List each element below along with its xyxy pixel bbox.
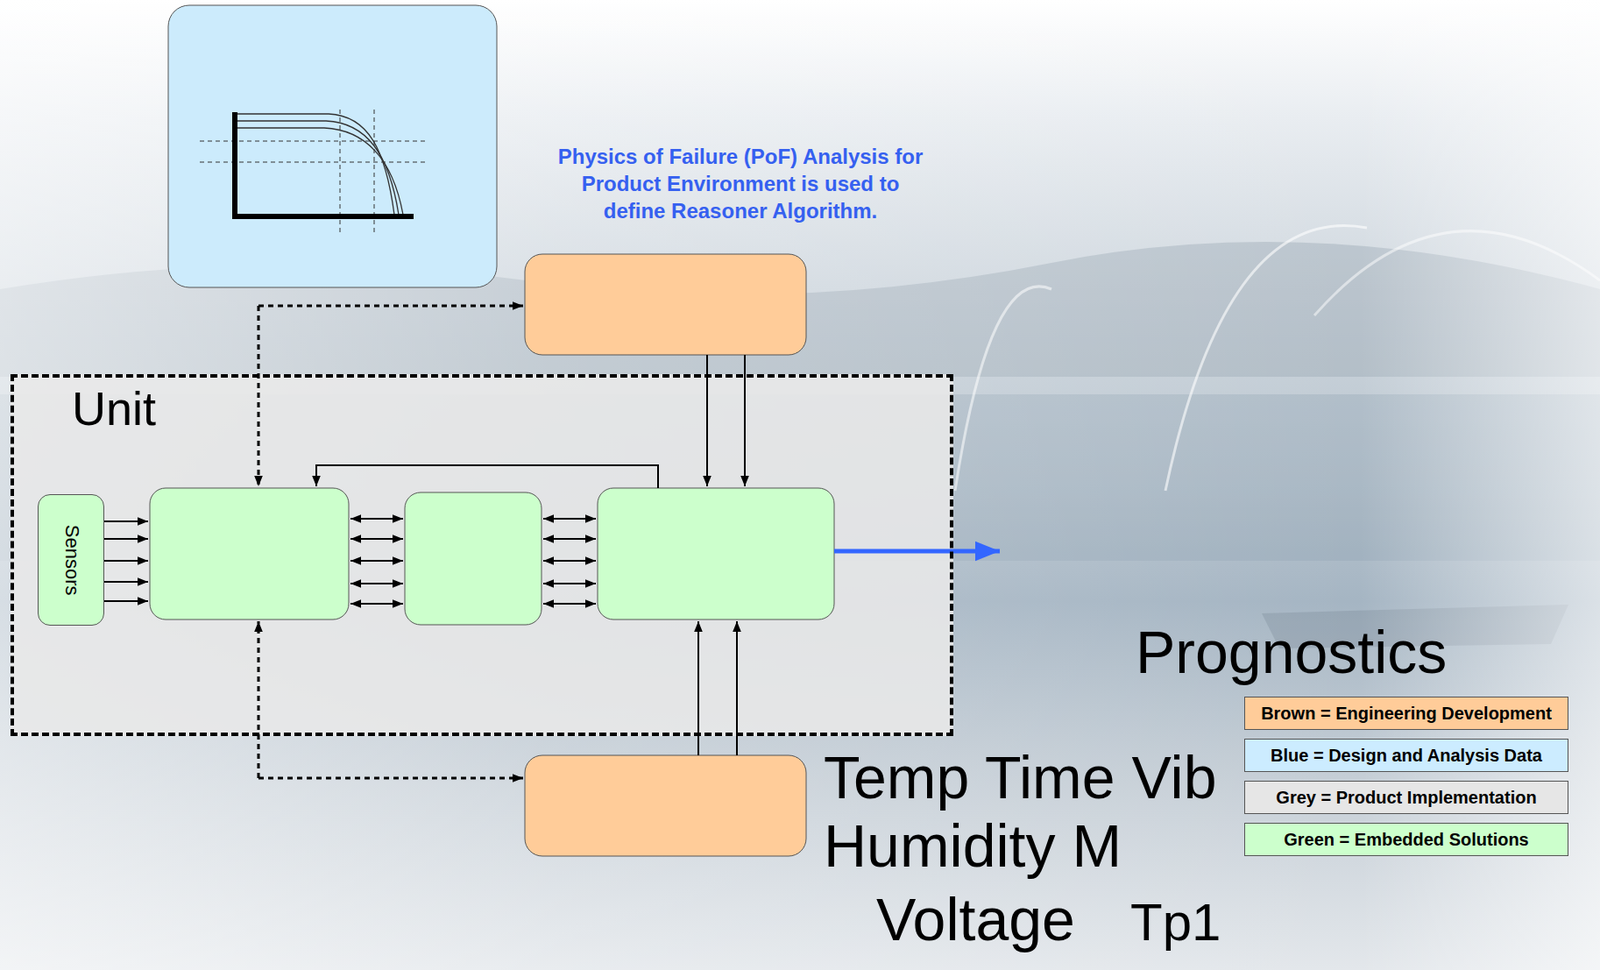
legend-text: Green = Embedded Solutions	[1283, 829, 1530, 850]
floating-label: Temp Time Vib Humidity M	[823, 743, 1217, 879]
label-slot: Tp1	[1130, 892, 1221, 953]
legend-swatch: Brown = Engineering Development	[1244, 696, 1569, 730]
floating-label: Voltage	[876, 885, 1076, 953]
note-text: Physics of Failure (PoF) Analysis for Pr…	[558, 144, 924, 223]
bus-arrow	[350, 582, 404, 585]
sensor-arrow	[104, 520, 149, 523]
bus-arrow	[350, 538, 404, 540]
engineering-box	[524, 755, 807, 857]
dashed-arrow	[257, 305, 261, 487]
engineering-box	[524, 254, 807, 355]
sensor-arrow	[104, 538, 149, 540]
bus-arrow	[543, 517, 596, 520]
bus-arrow	[350, 559, 404, 562]
label-slot: Temp Time Vib Humidity M	[823, 743, 1254, 880]
legend-swatch: Grey = Product Implementation	[1244, 780, 1569, 815]
output-arrow	[834, 549, 1000, 554]
label-slot: Voltage	[876, 884, 1076, 954]
unit-fill	[10, 374, 954, 737]
embedded-box	[404, 492, 542, 625]
sensor-label: Sensors	[59, 524, 83, 596]
feedback-arrow	[316, 465, 659, 489]
floating-label: Prognostics	[1135, 618, 1447, 686]
bus-arrow	[543, 582, 596, 585]
bus-arrow	[543, 538, 596, 540]
bus-arrow	[543, 602, 596, 605]
legend-text: Blue = Design and Analysis Data	[1270, 745, 1543, 765]
sensor-arrow	[104, 600, 149, 602]
degradation-curve	[234, 113, 395, 215]
legend-swatch: Green = Embedded Solutions	[1244, 822, 1569, 857]
sensor-box: Sensors	[37, 494, 105, 626]
degradation-curve	[234, 127, 404, 215]
dashed-arrow	[258, 777, 524, 780]
embedded-box	[597, 488, 835, 620]
degradation-curve	[234, 120, 399, 215]
dashed-arrow	[257, 621, 261, 779]
legend-text: Grey = Product Implementation	[1275, 787, 1537, 808]
unit-region: UnitSensors	[10, 374, 954, 737]
sensor-arrow	[104, 559, 149, 562]
embedded-box	[149, 488, 349, 620]
bus-arrow	[350, 602, 404, 605]
floating-label: Tp1	[1130, 892, 1221, 952]
legend-text: Brown = Engineering Development	[1260, 703, 1552, 723]
chart-axes	[234, 112, 414, 217]
dashed-arrow	[258, 304, 524, 308]
label-slot: Prognostics	[1135, 617, 1447, 687]
bus-arrow	[350, 517, 404, 520]
legend-swatch: Blue = Design and Analysis Data	[1244, 738, 1569, 772]
label-slot: Physics of Failure (PoF) Analysis for Pr…	[552, 142, 929, 225]
analysis-box	[168, 5, 497, 288]
bus-arrow	[543, 559, 596, 562]
region-title: Unit	[71, 381, 156, 436]
sensor-arrow	[104, 580, 149, 583]
